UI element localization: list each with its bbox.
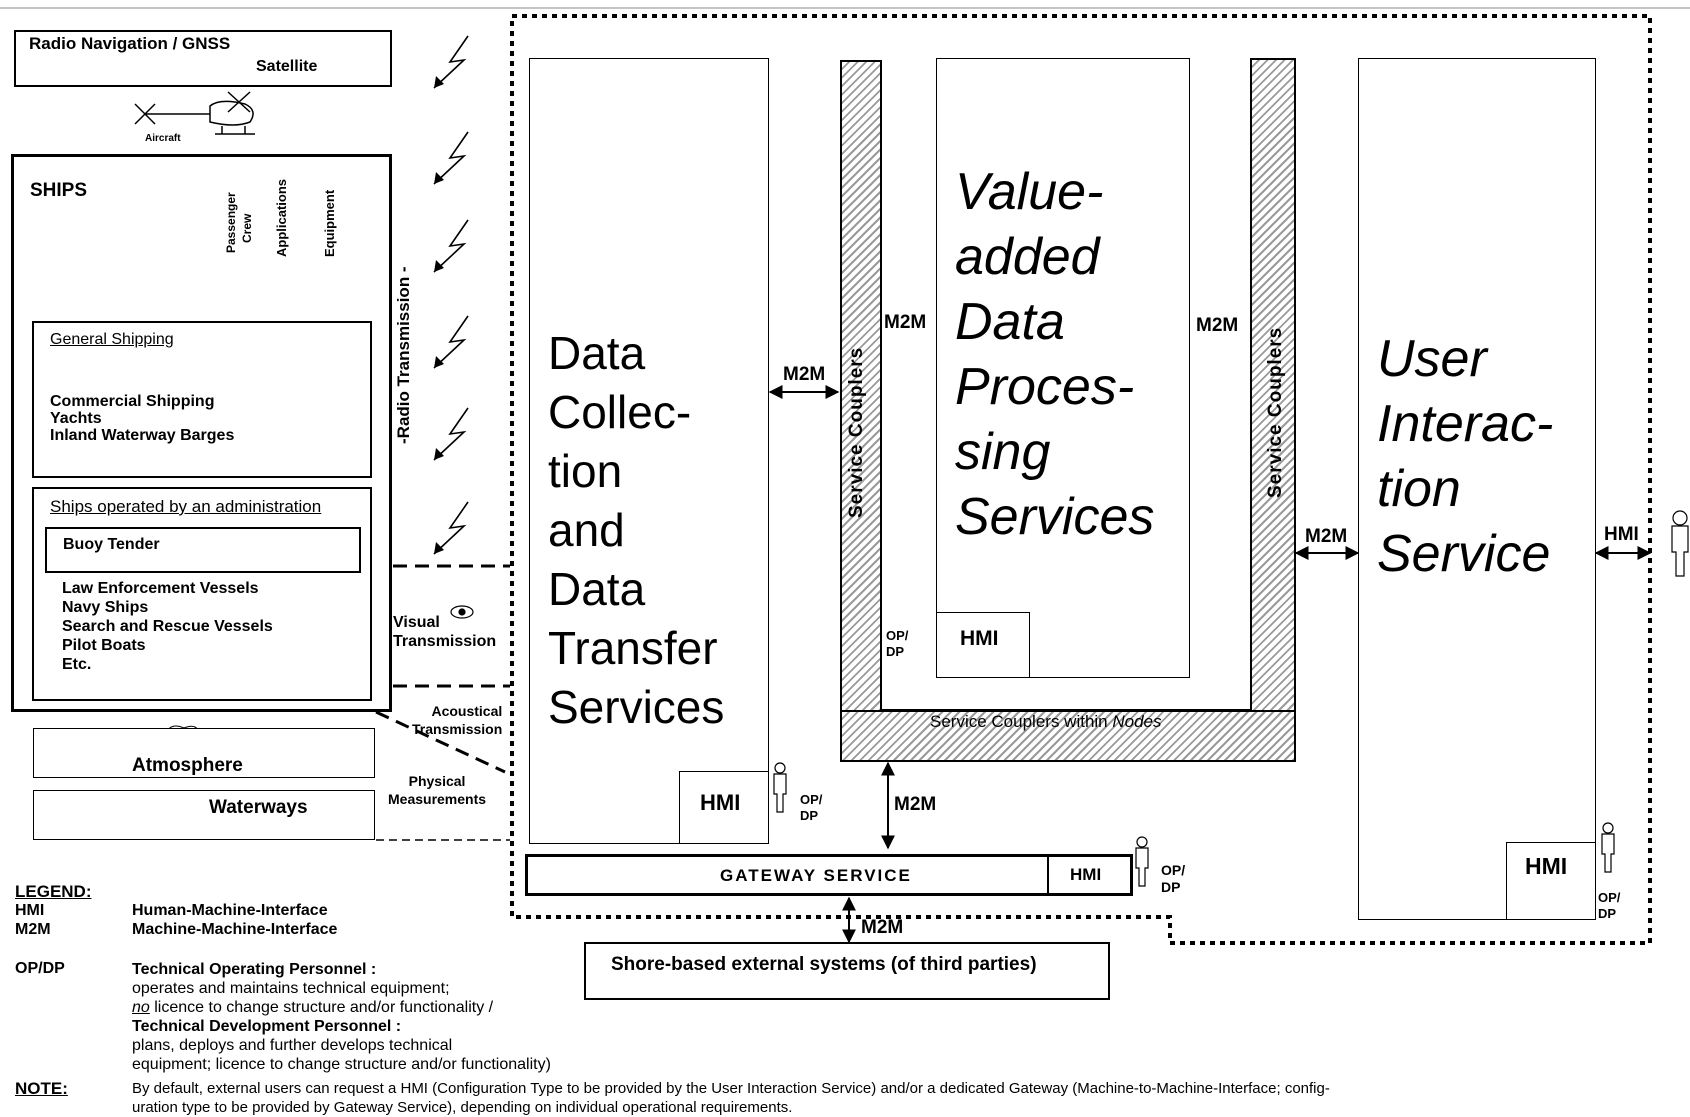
data-collection-service: Data Collec- tion and Data Transfer Serv… — [529, 58, 769, 844]
general-shipping-box: General Shipping Commercial Shipping Yac… — [32, 321, 372, 478]
hmi-label: HMI — [1604, 524, 1639, 545]
shore-external-systems[interactable]: Shore-based external systems (of third p… — [584, 942, 1110, 1000]
ships-box: SHIPS Passenger Crew Applications Equipm… — [11, 154, 392, 712]
waterways-label: Waterways — [209, 797, 308, 818]
data-collection-title: Data Collec- tion and Data Transfer Serv… — [548, 327, 725, 733]
list-item: Commercial Shipping — [50, 393, 215, 410]
service-couplers-label-left: Service Couplers — [846, 346, 867, 518]
radio-lightning-icons — [433, 35, 469, 555]
physical-measurements-label: Physical Measurements — [388, 773, 487, 807]
eye-icon — [450, 605, 474, 619]
radio-navigation-label: Radio Navigation / GNSS — [29, 34, 231, 53]
m2m-label: M2M — [894, 794, 937, 815]
radio-transmission-label: -Radio Transmission - — [394, 266, 413, 444]
hmi-box[interactable]: HMI — [679, 771, 769, 844]
admin-ships-heading: Ships operated by an administration — [50, 497, 322, 516]
visual-transmission-label: Visual Transmission — [393, 614, 497, 650]
equipment-label: Equipment — [322, 189, 337, 257]
ships-title: SHIPS — [30, 180, 88, 201]
legend-row: HMI — [15, 902, 45, 919]
general-shipping-heading: General Shipping — [50, 331, 174, 348]
note-key: NOTE: — [15, 1079, 68, 1098]
service-couplers-label-right: Service Couplers — [1265, 326, 1286, 498]
crew-label: Crew — [240, 213, 254, 243]
shore-label: Shore-based external systems (of third p… — [611, 954, 1037, 975]
radio-navigation-box: Radio Navigation / GNSS Satellite — [14, 30, 392, 87]
list-item: Inland Waterway Barges — [50, 427, 235, 444]
legend-op-key: OP/DP — [15, 960, 65, 977]
operator-figures — [773, 510, 1689, 887]
atmosphere-box: Atmosphere — [33, 728, 375, 778]
m2m-label: M2M — [884, 312, 927, 333]
value-added-service: Value- added Data Proces- sing Services … — [936, 58, 1190, 678]
list-item: Search and Rescue Vessels — [62, 618, 273, 635]
gateway-service[interactable]: GATEWAY SERVICE HMI — [525, 854, 1133, 896]
op-dp-label: OP/DP — [1598, 890, 1621, 921]
buoy-tender-box: Buoy Tender — [45, 527, 361, 573]
passenger-label: Passenger — [224, 192, 238, 253]
aircraft-icon — [134, 91, 255, 135]
admin-ships-list: Law Enforcement Vessels Navy Ships Searc… — [62, 579, 273, 674]
acoustical-transmission-label: Acoustical Transmission — [412, 703, 503, 737]
list-item: Law Enforcement Vessels — [62, 580, 259, 597]
buoy-tender-label: Buoy Tender — [63, 536, 160, 553]
legend-row: M2M — [15, 921, 51, 938]
applications-label: Applications — [274, 178, 289, 257]
atmosphere-label: Atmosphere — [132, 755, 243, 776]
user-interaction-service: User Interac- tion Service HMI — [1358, 58, 1596, 920]
note-text: By default, external users can request a… — [132, 1080, 1330, 1116]
legend-op-description: Technical Operating Personnel : operates… — [132, 961, 551, 1073]
hmi-box[interactable]: HMI — [936, 612, 1030, 678]
op-dp-label: OP/DP — [1161, 862, 1186, 895]
aircraft-label: Aircraft — [145, 133, 181, 144]
admin-ships-box: Ships operated by an administration Buoy… — [32, 487, 372, 701]
service-couplers-within-nodes: Service Couplers within Nodes — [930, 712, 1162, 731]
hmi-box[interactable]: HMI — [1047, 857, 1132, 893]
value-added-title: Value- added Data Proces- sing Services — [955, 163, 1155, 546]
list-item: Yachts — [50, 410, 102, 427]
hmi-box[interactable]: HMI — [1506, 842, 1596, 920]
legend-title: LEGEND: — [15, 882, 92, 901]
m2m-label: M2M — [861, 917, 904, 938]
m2m-label: M2M — [1305, 526, 1348, 547]
user-interaction-title: User Interac- tion Service — [1377, 330, 1554, 583]
list-item: Navy Ships — [62, 599, 149, 616]
service-couplers-bottom — [840, 710, 1296, 762]
waterways-box: Waterways — [33, 790, 375, 840]
op-dp-label: OP/DP — [800, 792, 823, 823]
op-dp-label: OP/DP — [886, 628, 909, 659]
m2m-label: M2M — [783, 364, 826, 385]
satellite-label: Satellite — [256, 58, 318, 75]
legend: LEGEND: HMI Human-Machine-Interface M2M … — [15, 882, 1675, 1116]
list-item: Pilot Boats — [62, 637, 146, 654]
gateway-label: GATEWAY SERVICE — [720, 866, 912, 885]
list-item: Etc. — [62, 656, 92, 673]
m2m-label: M2M — [1196, 315, 1239, 336]
general-shipping-list: Commercial Shipping Yachts Inland Waterw… — [50, 393, 234, 444]
